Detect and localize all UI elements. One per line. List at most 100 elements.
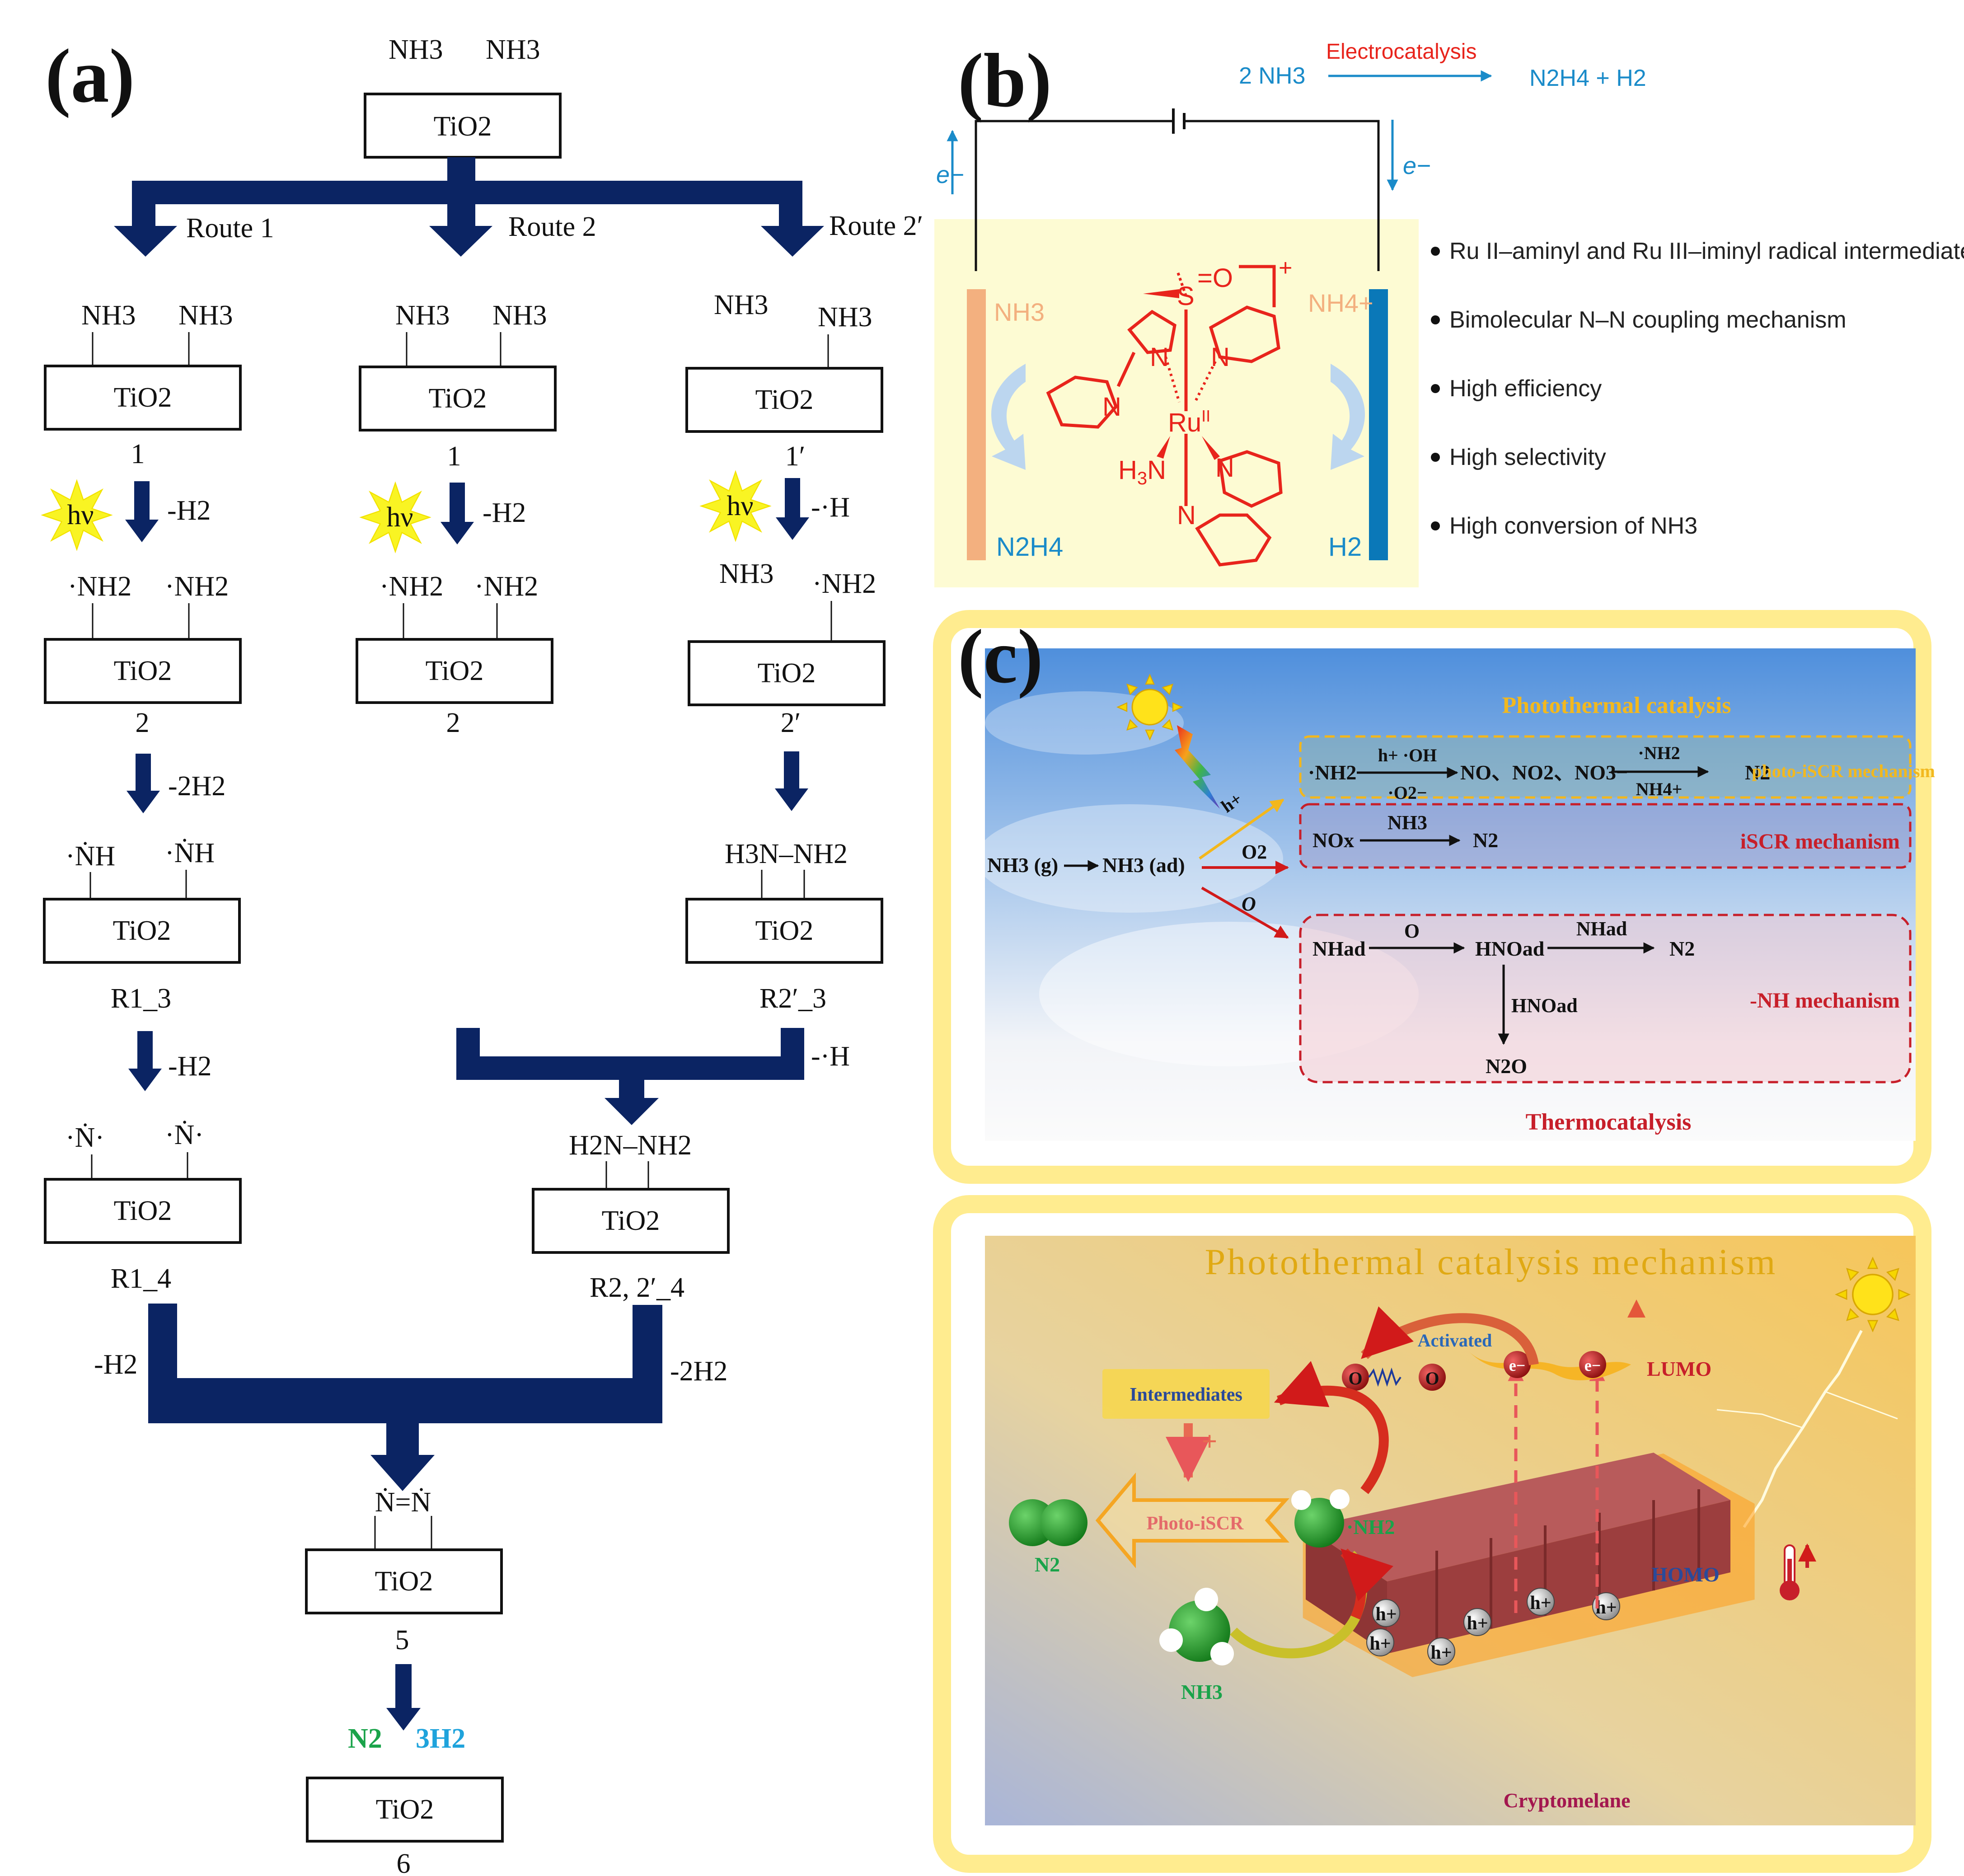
adsorbate: ·ṄH	[66, 841, 115, 872]
svg-text:N: N	[1215, 453, 1234, 483]
electron-left-label: e−	[936, 161, 964, 188]
state-label: 1	[131, 439, 145, 469]
feature-text: High conversion of NH3	[1449, 513, 1697, 539]
material-label: Cryptomelane	[1503, 1789, 1630, 1812]
adsorbate: ·Ṅ·	[66, 1122, 104, 1153]
step-5-to-6	[386, 1664, 421, 1731]
step-label: -H2	[168, 1051, 211, 1082]
final-merge-arrow	[148, 1304, 662, 1491]
o2-molecule: O O	[1342, 1364, 1446, 1391]
svg-text:h+: h+	[1375, 1604, 1397, 1625]
species-nh3-gas: NH3 (g)	[987, 854, 1058, 877]
hole-particle: h+	[1592, 1592, 1620, 1620]
nh2-radical-icon	[1291, 1489, 1350, 1548]
panel-a: (a) NH3 NH3 TiO2 Route 1 Route 2 Route 2…	[42, 33, 923, 1876]
substrate-label: TiO2	[375, 1566, 433, 1597]
adsorbate: NH3	[178, 300, 233, 331]
condition: NH3	[1387, 811, 1427, 834]
lumo-label: LUMO	[1647, 1357, 1711, 1380]
route-1-label: Route 1	[186, 213, 274, 244]
nh3-label: NH3	[1181, 1680, 1223, 1703]
hole-particle: h+	[1427, 1637, 1455, 1665]
iscr-tag: iSCR mechanism	[1740, 830, 1900, 854]
n2-label: N2	[1035, 1553, 1060, 1576]
substrate-label: TiO2	[758, 658, 816, 689]
branch-o-arrow	[1201, 886, 1289, 939]
step-label: -2H2	[168, 771, 225, 802]
species: N2	[1745, 761, 1770, 784]
condition: HNOad	[1511, 994, 1578, 1017]
hole-particle: h+	[1372, 1599, 1400, 1627]
anode-cycle-arrow-icon	[991, 364, 1026, 470]
condition: ·O2−	[1387, 783, 1427, 803]
feature-text: High efficiency	[1449, 375, 1602, 402]
a-split-arrow	[114, 157, 824, 257]
sulfur-label: S	[1177, 281, 1195, 311]
state-label: R2, 2′_4	[590, 1272, 684, 1303]
route1-step-2: -2H2	[127, 754, 225, 813]
substrate-label: TiO2	[426, 656, 484, 686]
route1-step-1: hν -H2	[42, 480, 211, 550]
nh2-label: ·NH2	[1346, 1515, 1395, 1538]
svg-text:N: N	[1177, 501, 1196, 530]
condition: h+ ·OH	[1378, 745, 1437, 765]
glow-frame	[933, 1195, 1931, 1873]
substrate-box	[44, 365, 242, 431]
anode-electrode	[967, 289, 986, 560]
branch-o-label: O	[1242, 893, 1256, 915]
species: NOx	[1312, 829, 1354, 852]
photo-iscr-box: ·NH2 h+ ·OH ·O2− NO、NO2、NO3− ·NH2 NH4+ N…	[1299, 735, 1935, 803]
hole-particle: h+	[1366, 1628, 1394, 1656]
species: HNOad	[1475, 937, 1545, 960]
photothermal-title: Photothermal catalysis	[1502, 693, 1731, 718]
intermediates-box	[1102, 1369, 1270, 1419]
route-2-label: Route 2	[508, 211, 596, 242]
photo-iscr-label: Photo-iSCR	[1147, 1513, 1244, 1534]
pyrrole-ring	[1127, 310, 1177, 354]
route2p-state-1: NH3 NH3 TiO2 1′	[685, 290, 883, 472]
nh-tag: -NH mechanism	[1750, 989, 1900, 1013]
a-top-substrate-label: TiO2	[434, 111, 492, 142]
svg-text:e−: e−	[1584, 1356, 1601, 1374]
adsorbate: ·NH2	[380, 571, 443, 602]
feature-text: High selectivity	[1449, 444, 1606, 470]
svg-text:h+: h+	[1430, 1642, 1452, 1663]
substrate-label: TiO2	[755, 385, 814, 415]
svg-text:O: O	[1425, 1368, 1439, 1388]
step-label: -·H	[811, 492, 850, 523]
glow-frame	[933, 610, 1931, 1184]
state-label: 1	[447, 441, 461, 472]
svg-text:h+: h+	[1530, 1593, 1551, 1613]
adsorbate: ·ṄH	[165, 838, 215, 868]
a-top-adsorbate-1: NH3	[389, 34, 443, 65]
svg-text:h+: h+	[1595, 1597, 1617, 1618]
substrate-box	[532, 1188, 730, 1254]
substrate-box	[356, 638, 553, 704]
substrate-label: TiO2	[429, 383, 487, 414]
state-label: R1_3	[111, 983, 171, 1014]
activation-arrow	[1361, 1306, 1539, 1366]
adsorbate: NH3	[818, 302, 872, 333]
substrate-box	[359, 366, 557, 431]
equation-product: N2H4 + H2	[1529, 65, 1646, 91]
intermediates-label: Intermediates	[1130, 1384, 1242, 1405]
adsorbate: ·Ṅ·	[165, 1120, 204, 1150]
panel-a-letter: (a)	[45, 33, 135, 118]
adsorbate: NH3	[719, 558, 774, 589]
route1-state-2: ·NH2 ·NH2 TiO2 2	[44, 571, 242, 738]
panel-b: (b) 2 NH3 Electrocatalysis N2H4 + H2 e− …	[934, 38, 1964, 587]
feature-item: High conversion of NH3	[1431, 513, 1697, 539]
pyridine-ring	[1209, 305, 1280, 363]
pyridine-ring	[1195, 513, 1272, 567]
iscr-box: NOx NH3 N2 iSCR mechanism	[1299, 803, 1912, 869]
photo-iscr-arrow	[1095, 1473, 1289, 1568]
state-label: 2′	[781, 708, 801, 738]
svg-text:N: N	[1211, 342, 1230, 372]
substrate-label: TiO2	[114, 382, 172, 413]
substrate-box	[685, 898, 883, 964]
substrate-label: TiO2	[376, 1794, 434, 1825]
substrate-box	[305, 1548, 503, 1614]
adsorbate: H3N–NH2	[725, 839, 848, 869]
activated-label: Activated	[1418, 1330, 1492, 1351]
electrolyte-cell	[934, 219, 1419, 587]
